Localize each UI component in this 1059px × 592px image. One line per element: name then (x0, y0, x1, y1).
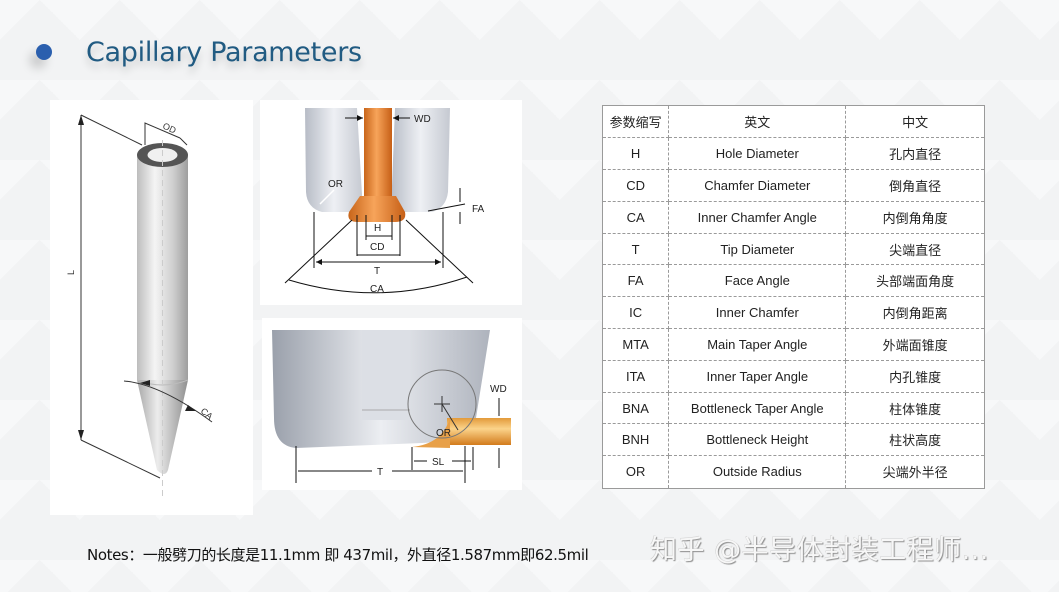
cell-english: Bottleneck Height (668, 423, 847, 457)
cell-chinese: 内倒角距离 (845, 296, 984, 330)
cell-abbr: ITA (603, 360, 670, 393)
cell-english: Outside Radius (668, 455, 847, 488)
label-or: OR (436, 428, 451, 439)
slide-header: Capillary Parameters (28, 30, 368, 74)
cell-english: Inner Chamfer (668, 296, 847, 330)
cell-chinese: 孔内直径 (845, 137, 984, 171)
capillary-overall-figure: L OD CA (50, 100, 253, 515)
cell-abbr: FA (603, 264, 670, 298)
label-ca: CA (199, 406, 215, 422)
cell-english: Chamfer Diameter (668, 169, 847, 202)
slide-title: Capillary Parameters (86, 36, 362, 68)
cell-chinese: 柱状高度 (845, 423, 984, 457)
cell-english: Inner Taper Angle (668, 360, 847, 393)
notes-text: Notes：一般劈刀的长度是11.1mm 即 437mil，外直径1.587mm… (87, 546, 589, 564)
header-english: 英文 (668, 106, 847, 139)
cell-chinese: 尖端外半径 (882, 466, 948, 482)
cell-abbr: OR (603, 455, 670, 488)
watermark: 知乎 @半导体封装工程师... (650, 535, 989, 566)
cell-english: Tip Diameter (668, 233, 847, 266)
cell-english: Main Taper Angle (668, 328, 847, 361)
cell-chinese: 倒角直径 (845, 169, 984, 202)
label-wd: WD (414, 114, 431, 125)
label-sl: SL (432, 457, 445, 468)
label-ca: CA (370, 284, 384, 295)
cell-abbr: CA (603, 201, 670, 234)
cell-english: Face Angle (668, 264, 847, 298)
cell-english: Hole Diameter (668, 137, 847, 171)
cell-chinese: 内孔锥度 (845, 360, 984, 393)
header-chinese: 中文 (845, 106, 984, 139)
label-or: OR (328, 179, 343, 190)
label-t: T (374, 266, 380, 277)
tip-cross-section-figure: WD OR FA H CD T CA (260, 100, 522, 305)
label-fa: FA (472, 204, 485, 215)
header-abbr: 参数缩写 (603, 106, 670, 139)
label-cd: CD (370, 242, 384, 253)
cell-chinese: 内倒角角度 (845, 201, 984, 234)
cell-english: Bottleneck Taper Angle (668, 392, 847, 425)
cell-chinese: 尖端直径 (845, 233, 984, 266)
cell-abbr: T (603, 233, 670, 266)
table-header-row: 参数缩写 英文 中文 (603, 106, 984, 139)
label-l: L (66, 270, 76, 275)
label-h: H (374, 223, 381, 234)
cell-abbr: BNH (603, 423, 670, 457)
cell-chinese: 柱体锥度 (845, 392, 984, 425)
cell-abbr: MTA (603, 328, 670, 361)
title-bullet-icon (36, 44, 52, 60)
label-od: OD (161, 121, 178, 136)
cell-abbr: BNA (603, 392, 670, 425)
label-wd: WD (490, 384, 507, 395)
cell-abbr: CD (603, 169, 670, 202)
tip-side-view-figure: OR WD T SL (262, 318, 522, 490)
cell-abbr: H (603, 137, 670, 171)
cell-chinese: 外端面锥度 (845, 328, 984, 361)
label-t: T (377, 467, 383, 478)
cell-english: Inner Chamfer Angle (668, 201, 847, 234)
cell-abbr: IC (603, 296, 670, 330)
cell-chinese: 头部端面角度 (845, 264, 984, 298)
